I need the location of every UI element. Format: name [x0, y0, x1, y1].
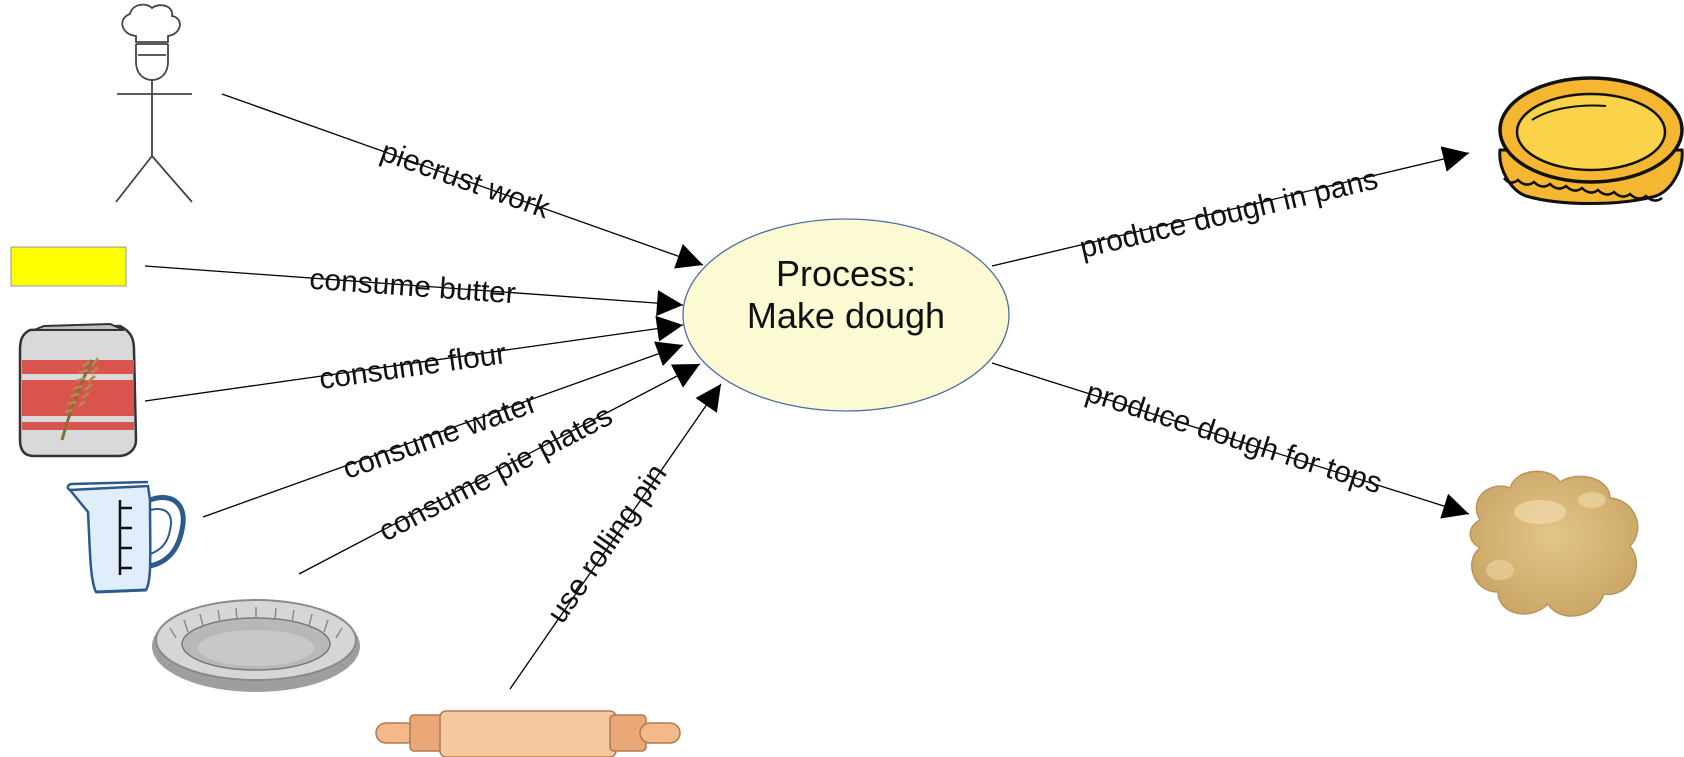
process-node: Process: Make dough — [682, 218, 1010, 412]
pie-plate-icon — [152, 599, 360, 692]
edge-label-use-rolling-pin: use rolling pin — [541, 458, 674, 629]
rolling-pin-icon — [375, 710, 681, 757]
edge-consume-butter — [144, 265, 684, 317]
edge-consume-water — [202, 341, 684, 518]
edge-produce-dough-for-tops — [991, 362, 1470, 519]
measuring-cup-icon — [66, 480, 186, 594]
edge-label-produce-dough-in-pans: produce dough in pans — [1076, 163, 1381, 265]
chef-stick-figure-icon — [115, 3, 193, 203]
pie-crust-icon — [1498, 76, 1684, 205]
edge-piecrust-work — [221, 93, 704, 269]
flour-bag-icon — [18, 322, 138, 458]
edge-label-consume-butter: consume butter — [308, 263, 517, 311]
edge-consume-pie-plates — [298, 363, 701, 575]
edge-consume-flour — [144, 315, 684, 402]
process-title-line1: Process: — [776, 253, 916, 294]
edge-label-piecrust-work: piecrust work — [376, 135, 554, 226]
process-title-line2: Make dough — [747, 295, 945, 336]
edge-produce-dough-in-pans — [991, 146, 1470, 267]
dough-ball-icon — [1469, 470, 1639, 617]
edge-label-consume-flour: consume flour — [317, 337, 508, 396]
butter-block-icon — [10, 246, 127, 287]
edge-label-produce-dough-for-tops: produce dough for tops — [1082, 376, 1386, 501]
process-ellipse — [682, 218, 1010, 412]
edge-use-rolling-pin — [509, 383, 722, 690]
